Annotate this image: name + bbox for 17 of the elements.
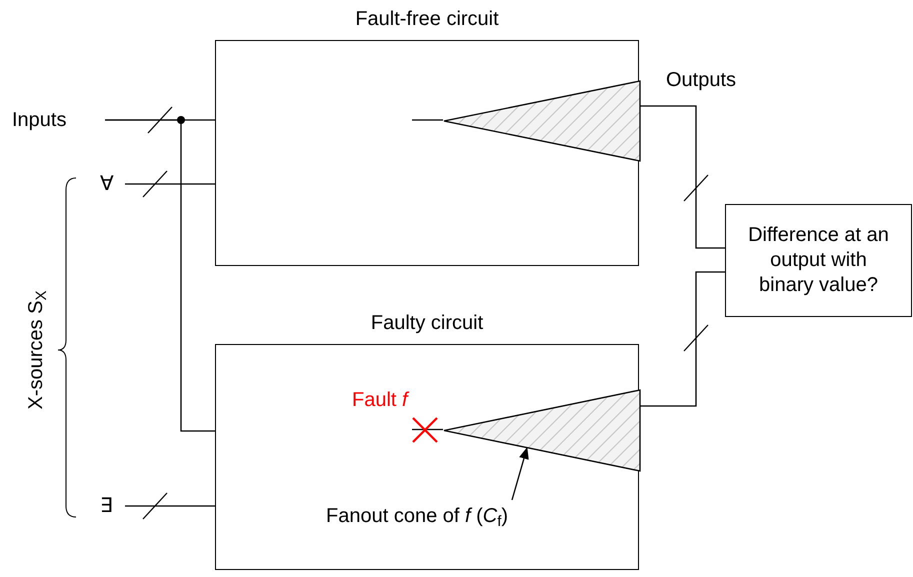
circuit-title: Faulty circuit <box>370 311 484 335</box>
outputs-label: Outputs <box>666 68 736 92</box>
signal-line <box>105 119 215 432</box>
signal-line <box>125 505 215 507</box>
node-label: Inputs <box>12 107 105 133</box>
leader-arrow <box>511 446 529 500</box>
signal-line <box>639 271 725 407</box>
node-label: ∃ <box>100 493 125 519</box>
fault-label: Fault f <box>352 388 408 412</box>
circuit-title: Fault-free circuit <box>354 7 500 31</box>
signal-line <box>125 183 215 185</box>
node-label: ∀ <box>100 171 125 197</box>
comparison-box: Difference at an output with binary value? <box>725 204 912 317</box>
fanout-cone <box>444 81 640 161</box>
node-label: Fanout cone of f (C$_{f}$) <box>326 501 576 531</box>
signal-line <box>639 105 725 249</box>
fanout-cone <box>444 390 640 471</box>
